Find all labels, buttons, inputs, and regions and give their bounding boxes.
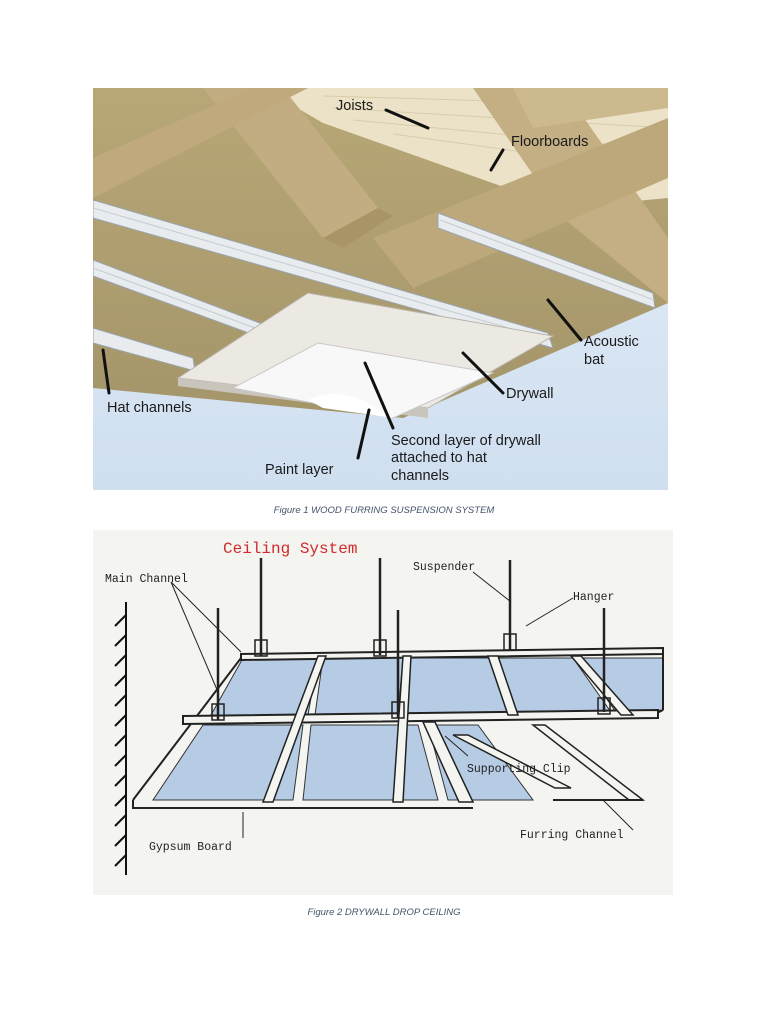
suspenders (216, 558, 606, 720)
label-floorboards: Floorboards (511, 134, 588, 150)
label-second-layer-2: attached to hat (391, 450, 487, 466)
label-suspender: Suspender (413, 561, 475, 574)
diagram-title: Ceiling System (223, 540, 357, 558)
label-acoustic-bat-1: Acoustic (584, 334, 639, 350)
joist (93, 88, 308, 198)
diagram-leaders (170, 571, 634, 838)
furring-channels (261, 655, 646, 803)
label-joists: Joists (336, 98, 373, 114)
figure-2-drawing: Ceiling System Main Channel Suspender Ha… (105, 540, 664, 875)
callout-leaders (101, 108, 583, 460)
label-paint-layer: Paint layer (265, 462, 334, 478)
hat-channel (437, 212, 656, 309)
label-gypsum-board: Gypsum Board (149, 841, 232, 854)
figure-1-illustration: Joists Floorboards Acoustic bat Drywall … (93, 88, 668, 490)
figure-1-caption: Figure 1 WOOD FURRING SUSPENSION SYSTEM (273, 505, 495, 516)
label-main-channel: Main Channel (105, 573, 188, 586)
figure-1-drawing: Joists Floorboards Acoustic bat Drywall … (93, 88, 668, 490)
gypsum-boards (152, 657, 664, 801)
label-supporting-clip: Supporting Clip (467, 763, 571, 776)
label-second-layer-3: channels (391, 468, 449, 484)
figure-2-diagram: Ceiling System Main Channel Suspender Ha… (93, 530, 673, 895)
label-acoustic-bat-2: bat (584, 352, 604, 368)
wall-hatching (114, 602, 127, 875)
figure-2-caption: Figure 2 DRYWALL DROP CEILING (307, 907, 461, 918)
label-furring-channel: Furring Channel (520, 829, 624, 842)
label-drywall: Drywall (506, 386, 554, 402)
joist (373, 118, 668, 288)
main-channels (182, 646, 664, 726)
label-second-layer-1: Second layer of drywall (391, 433, 541, 449)
label-hat-channels: Hat channels (107, 400, 192, 416)
hanger-clips (211, 633, 611, 721)
label-hanger: Hanger (573, 591, 614, 604)
joist (203, 88, 378, 238)
